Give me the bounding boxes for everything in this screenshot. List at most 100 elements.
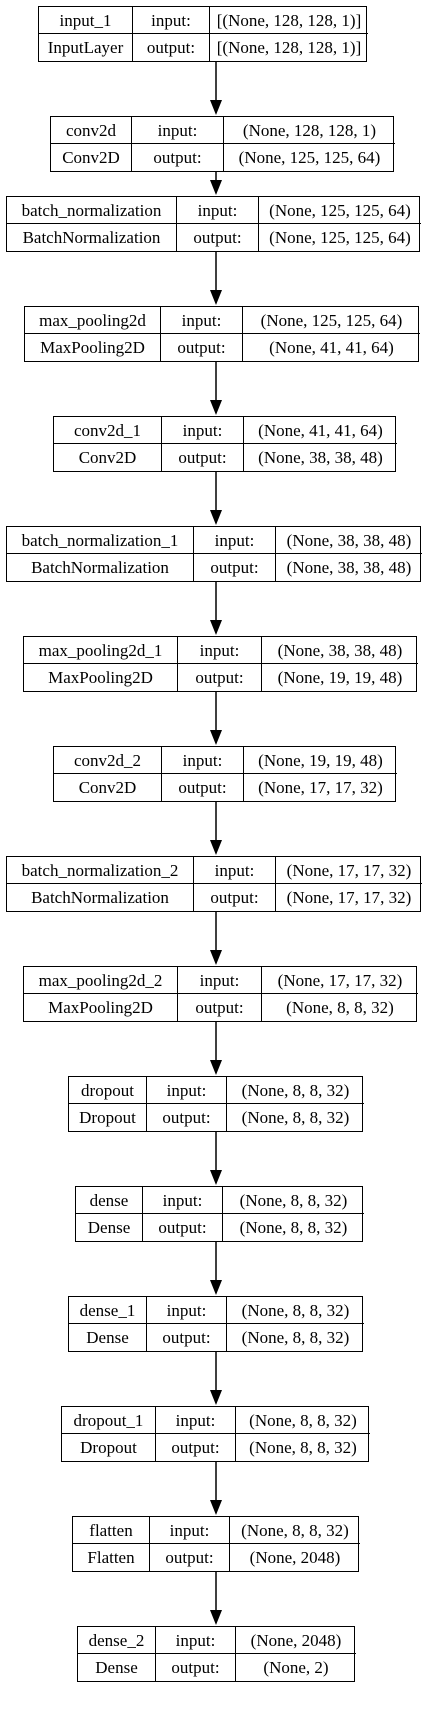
output-label: output:	[178, 664, 262, 691]
input-label: input:	[156, 1407, 236, 1433]
edge-arrowhead	[210, 730, 222, 745]
output-label: output:	[162, 774, 244, 801]
input-label: input:	[133, 7, 210, 33]
layer-type: InputLayer	[39, 34, 133, 61]
input-shape: (None, 8, 8, 32)	[249, 1410, 357, 1430]
input-label: input:	[162, 417, 244, 443]
edge-arrowhead	[210, 1170, 222, 1185]
output-label: output:	[194, 554, 276, 581]
edge-arrowhead	[210, 950, 222, 965]
layer-name: batch_normalization_2	[7, 857, 194, 883]
layer-type: MaxPooling2D	[24, 664, 178, 691]
output-label: output:	[178, 994, 262, 1021]
output-shape: (None, 8, 8, 32)	[239, 1218, 348, 1237]
output-shape: (None, 2)	[263, 1658, 329, 1677]
input-shape: (None, 8, 8, 32)	[241, 1520, 349, 1540]
layer-name: batch_normalization_1	[7, 527, 194, 553]
output-shape: (None, 125, 125, 64)	[269, 228, 411, 247]
layer-type: Dense	[76, 1214, 143, 1241]
output-shape: (None, 38, 38, 48)	[286, 558, 412, 577]
input-label: input:	[161, 307, 243, 333]
input-label: input:	[162, 747, 244, 773]
output-shape: (None, 19, 19, 48)	[277, 668, 403, 687]
input-shape: (None, 2048)	[250, 1630, 342, 1650]
input-label: input:	[147, 1297, 227, 1323]
input-label: input:	[194, 857, 276, 883]
input-label: input:	[143, 1187, 223, 1213]
edge-arrowhead	[210, 510, 222, 525]
input-shape: (None, 17, 17, 32)	[286, 860, 412, 880]
input-label: input:	[178, 637, 262, 663]
input-label: input:	[132, 117, 224, 143]
layer-name: dense_2	[78, 1627, 156, 1653]
layer-name: flatten	[73, 1517, 150, 1543]
input-shape: (None, 8, 8, 32)	[241, 1300, 350, 1320]
output-label: output:	[194, 884, 276, 911]
layer-type: Flatten	[73, 1544, 150, 1571]
layer-name: batch_normalization	[7, 197, 177, 223]
layer-name: max_pooling2d_1	[24, 637, 178, 663]
input-shape: (None, 125, 125, 64)	[260, 310, 403, 330]
output-label: output:	[132, 144, 224, 171]
edge-arrowhead	[210, 840, 222, 855]
edge-arrowhead	[210, 180, 222, 195]
output-shape: (None, 8, 8, 32)	[241, 1328, 350, 1347]
output-shape: (None, 125, 125, 64)	[238, 148, 381, 167]
layer-type: Dropout	[62, 1434, 156, 1461]
input-shape: (None, 128, 128, 1)	[242, 120, 377, 140]
layer-name: conv2d_2	[54, 747, 162, 773]
layer-type: Conv2D	[54, 444, 162, 471]
layer-type: BatchNormalization	[7, 554, 194, 581]
layer-type: BatchNormalization	[7, 884, 194, 911]
edge-arrowhead	[210, 1390, 222, 1405]
edge-arrowhead	[210, 100, 222, 115]
input-label: input:	[178, 967, 262, 993]
layer-name: input_1	[39, 7, 133, 33]
output-label: output:	[177, 224, 259, 251]
layer-name: dropout_1	[62, 1407, 156, 1433]
output-shape: [(None, 128, 128, 1)]	[216, 38, 362, 57]
output-shape: (None, 8, 8, 32)	[249, 1438, 357, 1457]
output-label: output:	[156, 1434, 236, 1461]
edge-arrowhead	[210, 1280, 222, 1295]
edge-arrowhead	[210, 1500, 222, 1515]
input-label: input:	[177, 197, 259, 223]
input-shape: (None, 38, 38, 48)	[277, 640, 403, 660]
output-shape: (None, 41, 41, 64)	[269, 338, 394, 357]
output-label: output:	[133, 34, 210, 61]
output-shape: (None, 2048)	[249, 1548, 341, 1567]
input-shape: (None, 125, 125, 64)	[269, 200, 411, 220]
input-label: input:	[147, 1077, 227, 1103]
input-shape: (None, 8, 8, 32)	[239, 1190, 348, 1210]
layer-type: BatchNormalization	[7, 224, 177, 251]
input-shape: (None, 38, 38, 48)	[286, 530, 412, 550]
output-label: output:	[161, 334, 243, 361]
edge-arrowhead	[210, 290, 222, 305]
input-label: input:	[150, 1517, 230, 1543]
